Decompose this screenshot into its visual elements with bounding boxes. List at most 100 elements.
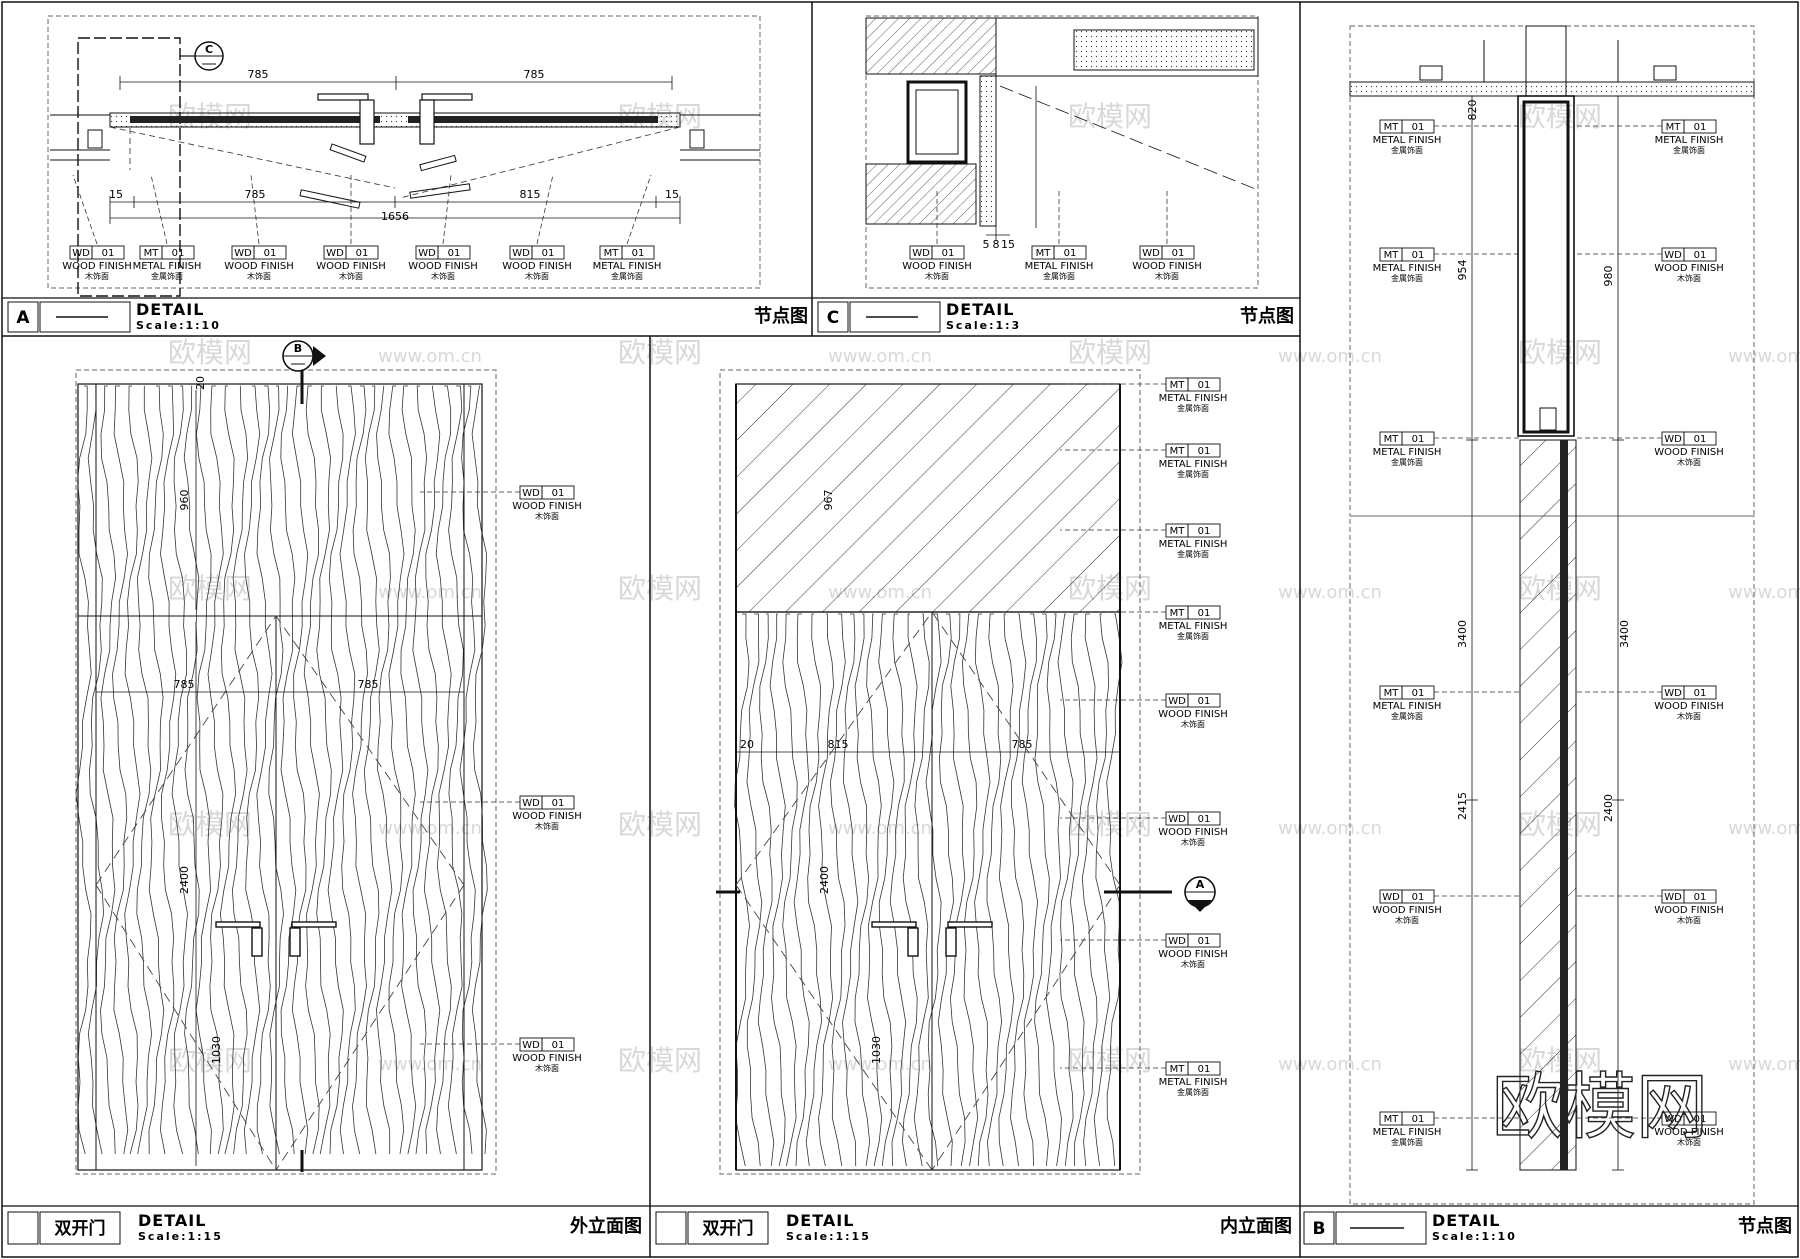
caption-c-label: 节点图 <box>1240 305 1294 327</box>
tag-number: 01 <box>942 248 955 259</box>
caption-int-label: 内立面图 <box>1220 1215 1292 1237</box>
panel-a-dim-7: 15 <box>665 188 679 201</box>
tag-code: WD <box>326 248 344 259</box>
panel-a-dim-2: 785 <box>524 68 545 81</box>
tag-code: WD <box>522 798 540 809</box>
tag-label-en: WOOD FINISH <box>1654 447 1724 458</box>
tag-number: 01 <box>1694 688 1707 699</box>
tag-code: WD <box>1664 434 1682 445</box>
caption-b-scale: Scale:1:10 <box>1432 1230 1517 1243</box>
tag-number: 01 <box>1694 122 1707 133</box>
wood-grain-interior <box>734 613 1123 1167</box>
caption-ext-title: DETAIL <box>138 1211 206 1230</box>
tag-label-cn: 木饰面 <box>535 1063 559 1073</box>
b-dim-3: 980 <box>1602 266 1615 287</box>
tag-code: WD <box>1168 936 1186 947</box>
tag-number: 01 <box>1198 526 1211 537</box>
tag-label-en: METAL FINISH <box>593 261 662 272</box>
tag-code: WD <box>522 488 540 499</box>
caption-interior: 双开门 DETAIL Scale:1:15 内立面图 <box>650 1205 1300 1245</box>
tag-code: MT <box>1170 380 1186 391</box>
watermark-logo: 欧模网 <box>618 572 702 605</box>
ext-dim-5: 2400 <box>178 866 191 894</box>
watermark-url: www.om.cn <box>1278 346 1382 367</box>
tag-code: MT <box>1170 526 1186 537</box>
tag-number: 01 <box>552 1040 565 1051</box>
ext-dim-6: 1030 <box>210 1036 223 1064</box>
watermark-url: www.om.cn <box>828 818 932 839</box>
tag-code: MT <box>1170 1064 1186 1075</box>
tag-number: 01 <box>1198 380 1211 391</box>
section-marker-b: B <box>282 340 326 372</box>
caption-int-title: DETAIL <box>786 1211 854 1230</box>
caption-panel-c: C DETAIL Scale:1:3 节点图 <box>812 297 1300 333</box>
watermark-logo: 欧模网 <box>618 1044 702 1077</box>
tag-code: WD <box>418 248 436 259</box>
tag-number: 01 <box>1198 446 1211 457</box>
tag-number: 01 <box>1198 1064 1211 1075</box>
watermark-logo: 欧模网 <box>1518 100 1602 133</box>
watermark-url: www.om.cn <box>1728 346 1800 367</box>
tag-number: 01 <box>1412 892 1425 903</box>
int-dim-3: 815 <box>828 738 849 751</box>
caption-a-title: DETAIL <box>136 300 204 319</box>
caption-b-title: DETAIL <box>1432 1211 1500 1230</box>
tag-label-en: METAL FINISH <box>1159 1077 1228 1088</box>
tag-label-cn: 木饰面 <box>85 271 109 281</box>
tag-label-en: WOOD FINISH <box>902 261 972 272</box>
tag-code: MT <box>1036 248 1052 259</box>
tag-label-cn: 金属饰面 <box>1177 403 1209 413</box>
tag-label-cn: 金属饰面 <box>1391 1137 1423 1147</box>
watermark-url: www.om.cn <box>828 1054 932 1075</box>
caption-ext-scale: Scale:1:15 <box>138 1230 223 1243</box>
tag-number: 01 <box>1412 434 1425 445</box>
tag-code: MT <box>1666 122 1682 133</box>
caption-c-id: C <box>827 308 839 328</box>
tag-code: MT <box>1170 446 1186 457</box>
tag-number: 01 <box>356 248 369 259</box>
svg-text:B: B <box>294 342 302 355</box>
tag-number: 01 <box>102 248 115 259</box>
tag-code: WD <box>234 248 252 259</box>
int-dim-1: 967 <box>822 490 835 511</box>
int-dim-2: 20 <box>740 738 754 751</box>
tag-number: 01 <box>1064 248 1077 259</box>
tag-label-cn: 木饰面 <box>1181 837 1205 847</box>
watermark-url: www.om.cn <box>1728 818 1800 839</box>
tag-code: WD <box>1664 250 1682 261</box>
watermark-logo: 欧模网 <box>618 336 702 369</box>
watermark-url: www.om.cn <box>1278 582 1382 603</box>
caption-panel-a: A DETAIL Scale:1:10 节点图 <box>2 297 812 333</box>
tag-label-en: WOOD FINISH <box>1654 1127 1724 1138</box>
tag-label-cn: 木饰面 <box>525 271 549 281</box>
tag-label-en: METAL FINISH <box>1655 135 1724 146</box>
tag-number: 01 <box>1694 434 1707 445</box>
tag-number: 01 <box>1412 122 1425 133</box>
b-dim-1: 820 <box>1466 100 1479 121</box>
tag-label-en: METAL FINISH <box>1159 539 1228 550</box>
panel-a-dim-3: 785 <box>245 188 266 201</box>
tag-label-en: WOOD FINISH <box>316 261 386 272</box>
panel-a-dim-6: 15 <box>109 188 123 201</box>
tag-label-cn: 木饰面 <box>1677 711 1701 721</box>
section-marker-c: C <box>180 41 224 71</box>
